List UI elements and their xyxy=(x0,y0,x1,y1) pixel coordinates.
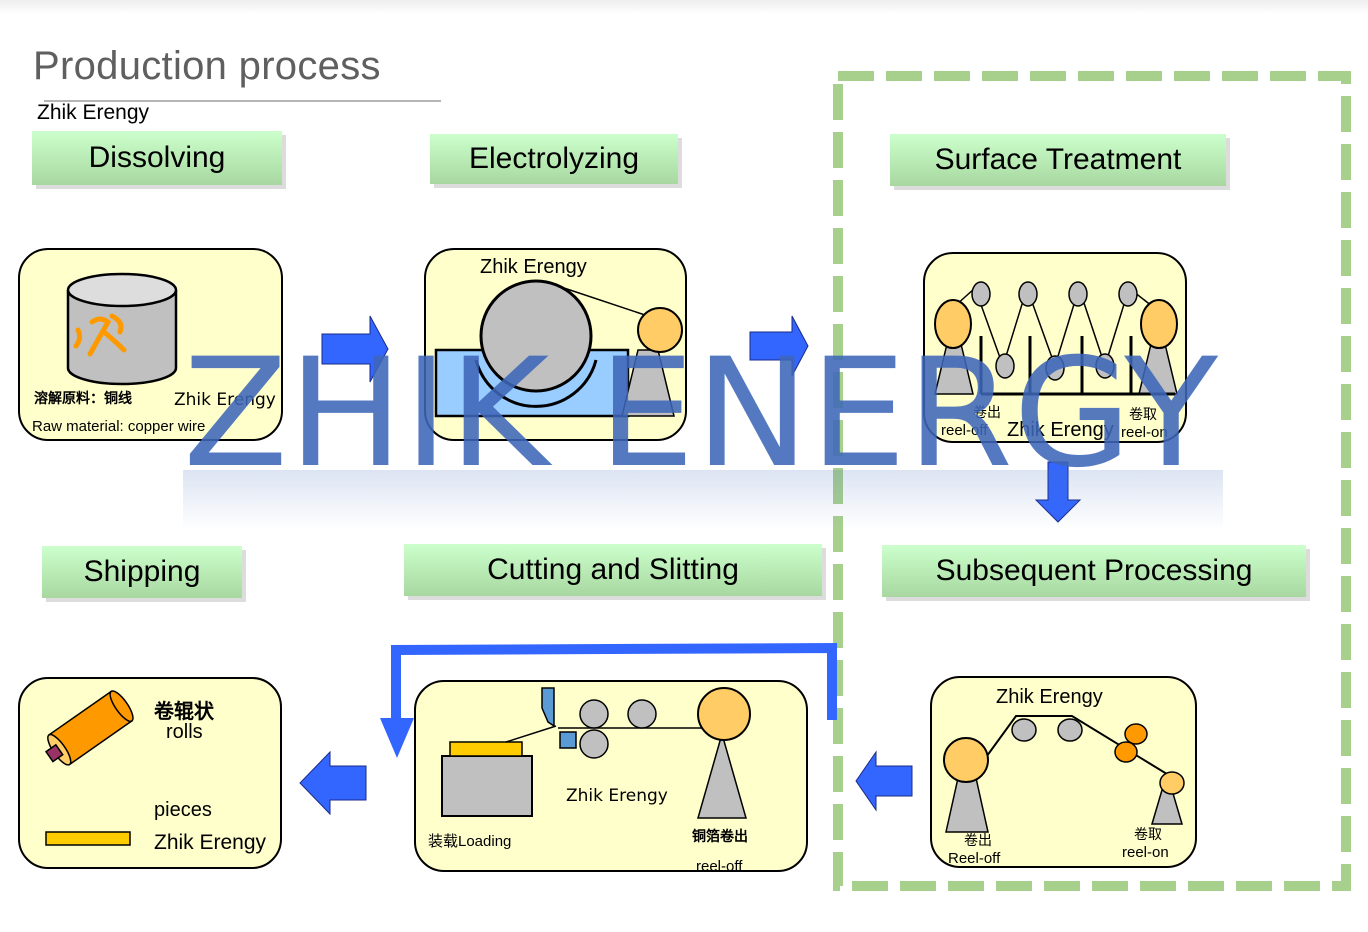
stage-label-dissolving: Dissolving xyxy=(32,131,282,185)
subsequent-brand: Zhik Erengy xyxy=(996,686,1103,708)
connector-arrow xyxy=(391,642,837,720)
stage-label-text: Subsequent Processing xyxy=(935,554,1253,587)
stage-label-text: Cutting and Slitting xyxy=(487,553,739,586)
electrolyzing-brand: Zhik Erengy xyxy=(480,256,587,278)
arrow-down-icon xyxy=(380,718,414,758)
surface-reel-off-cn: 卷出 xyxy=(973,404,1001,420)
stage-label-text: Surface Treatment xyxy=(934,143,1182,176)
surface-reel-off-en: reel-off xyxy=(941,422,988,439)
cutting-reel-off-en: reel-off xyxy=(696,858,743,875)
top-shade xyxy=(0,0,1368,14)
stage-label-electrolyzing: Electrolyzing xyxy=(430,134,678,184)
arrow-right-icon xyxy=(749,315,809,377)
cutting-loading-label: 装载Loading xyxy=(428,833,512,850)
dissolving-tank-illustration xyxy=(66,272,178,386)
copper-wire-icon xyxy=(73,313,127,357)
panel-dissolving: 溶解原料：铜线 Zhik Erengy Raw material: copper… xyxy=(18,248,283,441)
cutter-blade xyxy=(541,687,555,728)
shipping-rolls-cn: 卷辊状 xyxy=(154,701,214,723)
stage-label-text: Shipping xyxy=(83,555,201,588)
stage-label-cutting-slitting: Cutting and Slitting xyxy=(404,544,822,596)
dissolving-label-en: Raw material: copper wire xyxy=(32,418,206,435)
stage-label-surface-treatment: Surface Treatment xyxy=(890,134,1226,186)
stage-label-subsequent-processing: Subsequent Processing xyxy=(882,545,1306,597)
shipping-rolls-en: rolls xyxy=(166,721,203,743)
copper-roll-icon xyxy=(44,690,134,766)
cutting-brand: Zhik Erengy xyxy=(566,786,668,806)
surface-reel-on-en: reel-on xyxy=(1121,424,1168,441)
arrow-left-icon xyxy=(855,750,913,812)
cutting-reel-off-cn: 铜箔卷出 xyxy=(692,828,748,844)
panel-cutting-slitting: 装载Loading Zhik Erengy 铜箔卷出 reel-off xyxy=(414,680,808,875)
arrow-left-icon xyxy=(299,750,367,816)
copper-foil-reel xyxy=(697,687,751,741)
drum-cathode xyxy=(479,279,593,393)
panel-surface-treatment: 卷出 reel-off Zhik Erengy 卷取 reel-on xyxy=(923,252,1187,443)
surface-brand: Zhik Erengy xyxy=(1007,419,1114,441)
dissolving-brand: Zhik Erengy xyxy=(174,390,276,410)
subsequent-reel-on-en: reel-on xyxy=(1122,844,1169,861)
stage-label-text: Dissolving xyxy=(88,141,226,174)
arrow-right-icon xyxy=(321,315,389,383)
dissolving-label-cn: 溶解原料：铜线 xyxy=(34,390,132,406)
panel-electrolyzing: Zhik Erengy xyxy=(424,248,687,441)
page-subtitle: Zhik Erengy xyxy=(37,101,150,124)
copper-sheet xyxy=(449,741,523,757)
reel-on-roll xyxy=(637,307,683,353)
copper-pieces-icon xyxy=(45,831,131,846)
shipping-illustration xyxy=(44,690,134,846)
stage-label-shipping: Shipping xyxy=(42,546,242,598)
subsequent-processing-illustration xyxy=(943,715,1185,833)
shipping-brand: Zhik Erengy xyxy=(154,831,267,854)
electrolyzing-illustration xyxy=(434,279,683,418)
title-divider xyxy=(44,100,441,102)
shipping-pieces: pieces xyxy=(154,799,212,821)
cutting-slitting-illustration xyxy=(441,687,751,819)
subsequent-reel-off-cn: 卷出 xyxy=(964,832,992,848)
panel-shipping: 卷辊状 rolls pieces Zhik Erengy xyxy=(18,677,282,869)
page-title: Production process xyxy=(33,44,381,88)
arrow-down-icon xyxy=(1034,461,1082,523)
surface-reel-on-cn: 卷取 xyxy=(1129,406,1157,422)
dissolving-tank-icon xyxy=(66,272,178,386)
surface-treatment-illustration xyxy=(934,281,1178,396)
stage-label-text: Electrolyzing xyxy=(468,142,640,175)
subsequent-reel-on-cn: 卷取 xyxy=(1134,826,1162,842)
panel-subsequent-processing: Zhik Erengy 卷出 Reel-off 卷取 reel-on xyxy=(930,676,1197,868)
subsequent-reel-off-en: Reel-off xyxy=(948,850,1001,867)
